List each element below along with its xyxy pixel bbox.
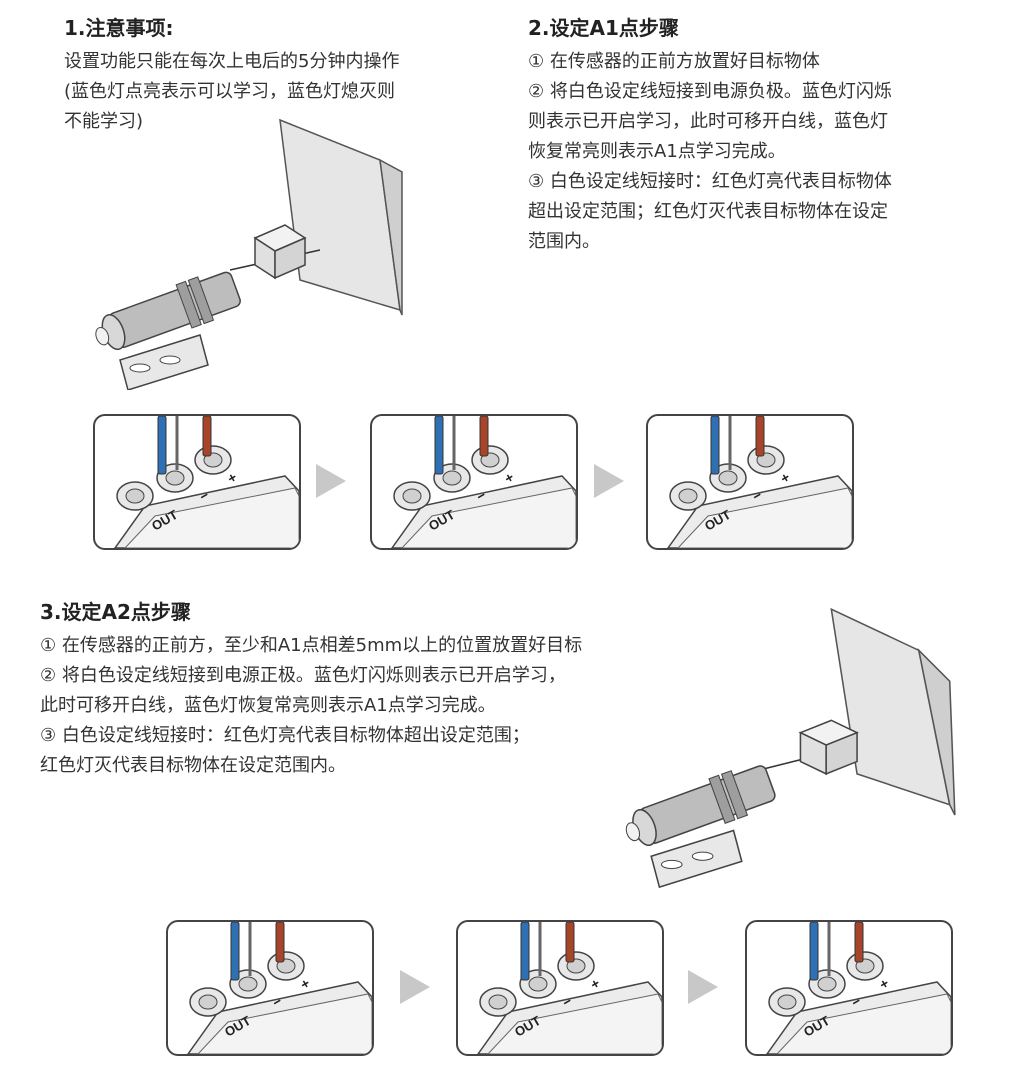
terminal-diagram: OUT − + bbox=[477, 922, 662, 1054]
a1-step-line: ③ 白色设定线短接时：红色灯亮代表目标物体 bbox=[528, 171, 892, 192]
blue-wire bbox=[710, 416, 720, 475]
sensor-diagram bbox=[95, 118, 403, 390]
a2-step-line: ③ 白色设定线短接时：红色灯亮代表目标物体超出设定范围； bbox=[40, 725, 530, 746]
a2-step-line: ② 将白色设定线短接到电源正极。蓝色灯闪烁则表示已开启学习， bbox=[40, 665, 566, 686]
red-wire bbox=[479, 416, 489, 457]
blue-wire bbox=[809, 922, 819, 981]
next-arrow-icon bbox=[316, 464, 346, 498]
a2-step-line: ① 在传感器的正前方，至少和A1点相差5mm以上的位置放置好目标 bbox=[40, 635, 583, 656]
terminal-diagram: OUT − + bbox=[667, 416, 852, 548]
notice-line: (蓝色灯点亮表示可以学习，蓝色灯熄灭则 bbox=[64, 81, 396, 102]
a2-step-line: 红色灯灭代表目标物体在设定范围内。 bbox=[40, 755, 346, 776]
a1-step-line: 范围内。 bbox=[528, 231, 600, 252]
a1-steps-title: 2.设定A1点步骤 bbox=[528, 16, 679, 40]
plus-label: + bbox=[298, 975, 313, 993]
terminal-panel: OUT − + bbox=[745, 920, 953, 1056]
terminal-diagram: OUT − + bbox=[391, 416, 576, 548]
plus-label: + bbox=[225, 469, 240, 487]
terminal-panel: OUT − + bbox=[370, 414, 578, 550]
a2-steps-title: 3.设定A2点步骤 bbox=[40, 600, 191, 624]
a2-steps-section: 3.设定A2点步骤 ① 在传感器的正前方，至少和A1点相差5mm以上的位置放置好… bbox=[40, 596, 582, 781]
blue-wire bbox=[157, 416, 167, 475]
plus-label: + bbox=[877, 975, 892, 993]
terminal-diagram: OUT − + bbox=[766, 922, 951, 1054]
notice-line: 设置功能只能在每次上电后的5分钟内操作 bbox=[64, 51, 400, 72]
notice-section: 1.注意事项: 设置功能只能在每次上电后的5分钟内操作 (蓝色灯点亮表示可以学习… bbox=[64, 12, 399, 137]
plus-label: + bbox=[778, 469, 793, 487]
red-wire bbox=[565, 922, 575, 963]
next-arrow-icon bbox=[688, 970, 718, 1004]
a1-steps-section: 2.设定A1点步骤 ① 在传感器的正前方放置好目标物体 ② 将白色设定线短接到电… bbox=[528, 12, 892, 257]
red-wire bbox=[202, 416, 212, 457]
blue-wire bbox=[230, 922, 240, 981]
terminal-diagram: OUT − + bbox=[114, 416, 299, 548]
plus-label: + bbox=[502, 469, 517, 487]
a2-step-line: 此时可移开白线，蓝色灯恢复常亮则表示A1点学习完成。 bbox=[40, 695, 496, 716]
red-wire bbox=[755, 416, 765, 457]
blue-wire bbox=[434, 416, 444, 475]
a1-step-line: 恢复常亮则表示A1点学习完成。 bbox=[528, 141, 786, 162]
plus-label: + bbox=[588, 975, 603, 993]
terminal-panel: OUT − + bbox=[93, 414, 301, 550]
a1-step-line: 超出设定范围；红色灯灭代表目标物体在设定 bbox=[528, 201, 888, 222]
notice-title: 1.注意事项: bbox=[64, 16, 174, 40]
a1-step-line: ① 在传感器的正前方放置好目标物体 bbox=[528, 51, 820, 72]
terminal-panel: OUT − + bbox=[166, 920, 374, 1056]
next-arrow-icon bbox=[594, 464, 624, 498]
sensor-diagram bbox=[625, 607, 956, 888]
a1-step-line: ② 将白色设定线短接到电源负极。蓝色灯闪烁 bbox=[528, 81, 892, 102]
notice-line: 不能学习) bbox=[64, 111, 144, 132]
a1-step-line: 则表示已开启学习，此时可移开白线，蓝色灯 bbox=[528, 111, 888, 132]
terminal-panel: OUT − + bbox=[646, 414, 854, 550]
terminal-diagram: OUT − + bbox=[187, 922, 372, 1054]
terminal-panel: OUT − + bbox=[456, 920, 664, 1056]
blue-wire bbox=[520, 922, 530, 981]
red-wire bbox=[854, 922, 864, 963]
next-arrow-icon bbox=[400, 970, 430, 1004]
red-wire bbox=[275, 922, 285, 963]
